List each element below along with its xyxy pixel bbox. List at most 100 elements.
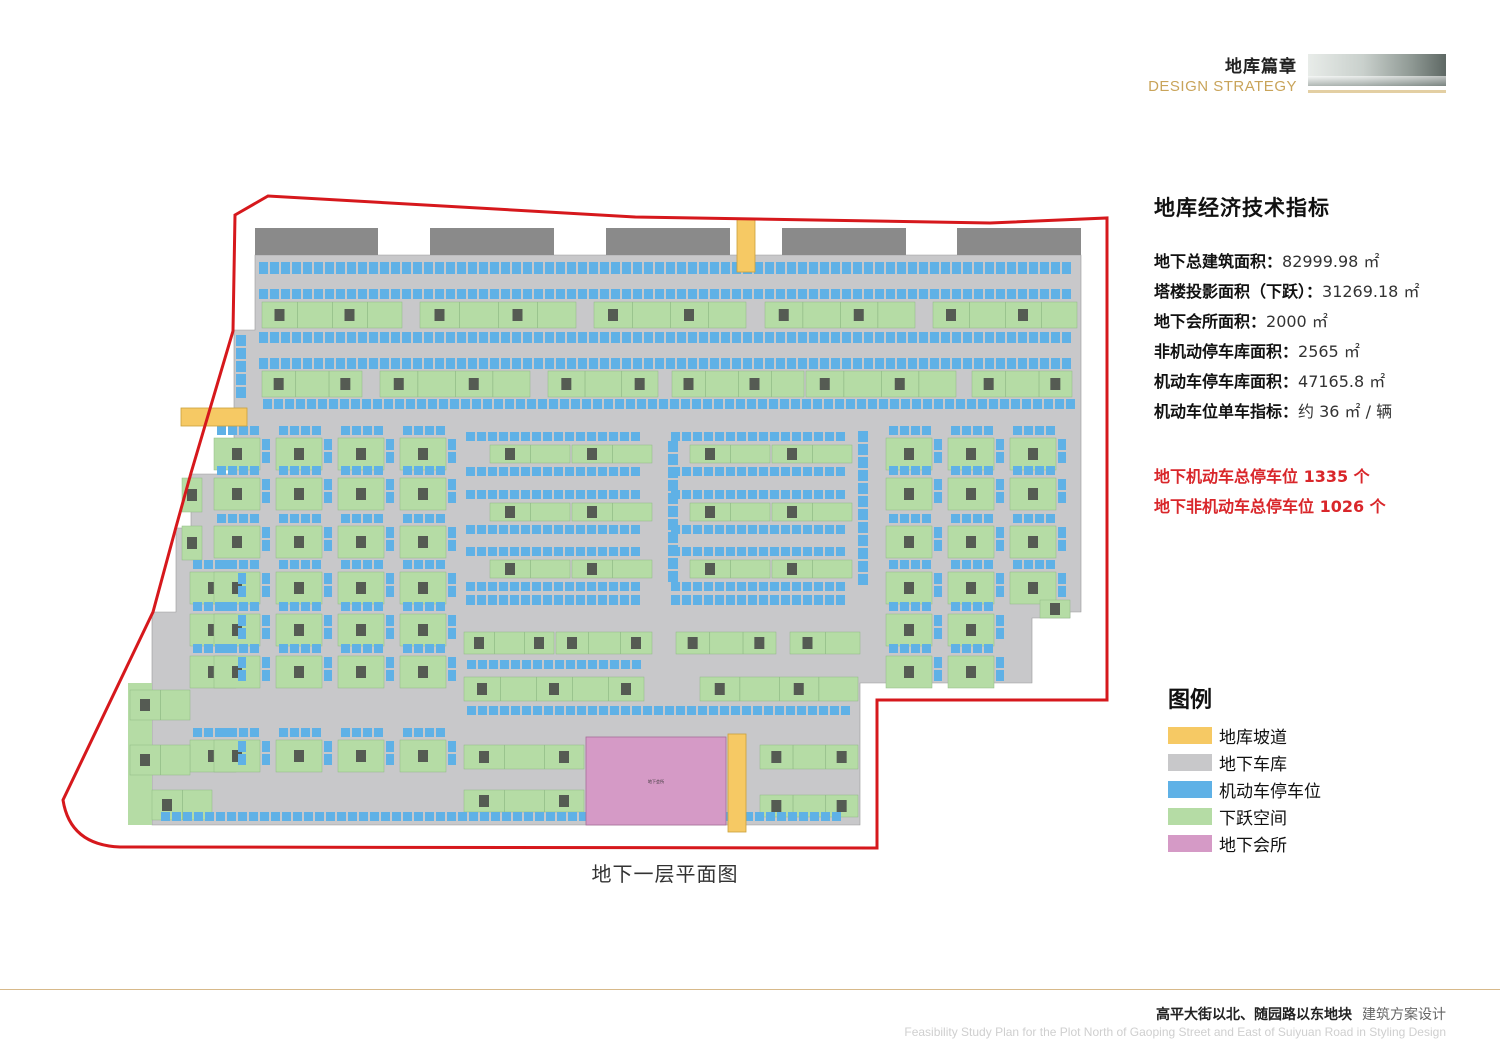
parking-space: [501, 262, 510, 274]
parking-space: [566, 706, 575, 715]
unit-divider: [1005, 371, 1007, 397]
stair-core: [273, 378, 284, 390]
parking-space: [911, 466, 920, 475]
unit-divider: [881, 371, 882, 397]
parking-space: [428, 399, 437, 409]
parking-space: [403, 466, 412, 475]
legend-label: 地下车库: [1219, 755, 1287, 775]
parking-space: [814, 582, 823, 591]
parking-space: [737, 467, 746, 476]
stair-core: [505, 448, 515, 460]
parking-space: [1058, 573, 1066, 584]
parking-space: [930, 289, 939, 299]
parking-space: [934, 492, 942, 503]
parking-space: [489, 660, 498, 669]
parking-space: [556, 262, 565, 274]
parking-space: [644, 332, 653, 343]
parking-space: [467, 706, 476, 715]
unit-divider: [730, 560, 731, 578]
legend: 地库坡道 地下车库 机动车停车位 下跃空间 地下会所: [1168, 722, 1321, 857]
parking-space: [505, 399, 514, 409]
parking-space: [615, 399, 624, 409]
parking-space: [524, 812, 533, 821]
parking-space: [262, 670, 270, 681]
parking-space: [676, 706, 685, 715]
parking-space: [989, 399, 998, 409]
parking-space: [477, 467, 486, 476]
parking-space: [974, 358, 983, 369]
parking-space: [889, 426, 898, 435]
ramp-layer: [180, 217, 756, 833]
parking-space: [467, 660, 476, 669]
parking-space: [1044, 399, 1053, 409]
legend-item: 地下车库: [1168, 749, 1321, 776]
stair-core: [683, 378, 694, 390]
stair-core: [904, 582, 914, 594]
indicator-value: 约 36 ㎡ / 辆: [1298, 402, 1393, 421]
parking-space: [545, 358, 554, 369]
stair-core: [787, 448, 797, 460]
parking-space: [704, 467, 713, 476]
unit-divider: [632, 302, 633, 328]
parking-space: [576, 525, 585, 534]
parking-space: [534, 289, 543, 299]
parking-space: [490, 358, 499, 369]
stair-core: [232, 666, 242, 678]
parking-space: [386, 628, 394, 639]
parking-space: [546, 812, 555, 821]
stair-core: [294, 582, 304, 594]
parking-space: [358, 289, 367, 299]
parking-space: [403, 602, 412, 611]
unit-divider: [504, 790, 505, 812]
stair-core: [714, 683, 725, 695]
parking-space: [228, 514, 237, 523]
stair-core: [904, 448, 914, 460]
parking-space: [671, 595, 680, 605]
indicator-value: 47165.8 ㎡: [1298, 372, 1386, 391]
stair-core: [836, 800, 847, 812]
parking-space: [292, 289, 301, 299]
parking-space: [814, 432, 823, 441]
parking-space: [262, 573, 270, 584]
parking-space: [770, 432, 779, 441]
parking-space: [216, 812, 225, 821]
parking-space: [532, 582, 541, 591]
parking-space: [1051, 332, 1060, 343]
tower-footprint-layer: [255, 228, 1081, 255]
parking-space: [458, 812, 467, 821]
footer-project: 高平大街以北、随园路以东地块建筑方案设计: [1156, 1004, 1446, 1024]
parking-space: [510, 595, 519, 605]
stair-core: [705, 563, 715, 575]
parking-space: [710, 358, 719, 369]
parking-space: [238, 573, 246, 584]
indicator-row: 地下会所面积：2000 ㎡: [1154, 310, 1419, 340]
parking-space: [544, 706, 553, 715]
parking-space: [787, 289, 796, 299]
parking-space: [996, 262, 1005, 274]
tower-footprint: [606, 228, 730, 255]
parking-space: [1007, 358, 1016, 369]
parking-space: [766, 812, 775, 821]
parking-space: [620, 467, 629, 476]
unit-divider: [160, 745, 161, 775]
unit-divider: [1005, 302, 1006, 328]
parking-space: [270, 289, 279, 299]
parking-space: [792, 432, 801, 441]
stair-core: [356, 448, 366, 460]
parking-space: [996, 628, 1004, 639]
stair-core: [294, 624, 304, 636]
parking-space: [304, 812, 313, 821]
parking-space: [875, 262, 884, 274]
parking-space: [781, 490, 790, 499]
parking-space: [775, 706, 784, 715]
parking-space: [693, 432, 702, 441]
parking-space: [996, 452, 1004, 463]
parking-space: [193, 602, 202, 611]
parking-space: [897, 332, 906, 343]
parking-space: [808, 706, 817, 715]
parking-space: [996, 492, 1004, 503]
parking-space: [358, 332, 367, 343]
parking-space: [477, 595, 486, 605]
parking-space: [934, 670, 942, 681]
parking-space: [523, 262, 532, 274]
